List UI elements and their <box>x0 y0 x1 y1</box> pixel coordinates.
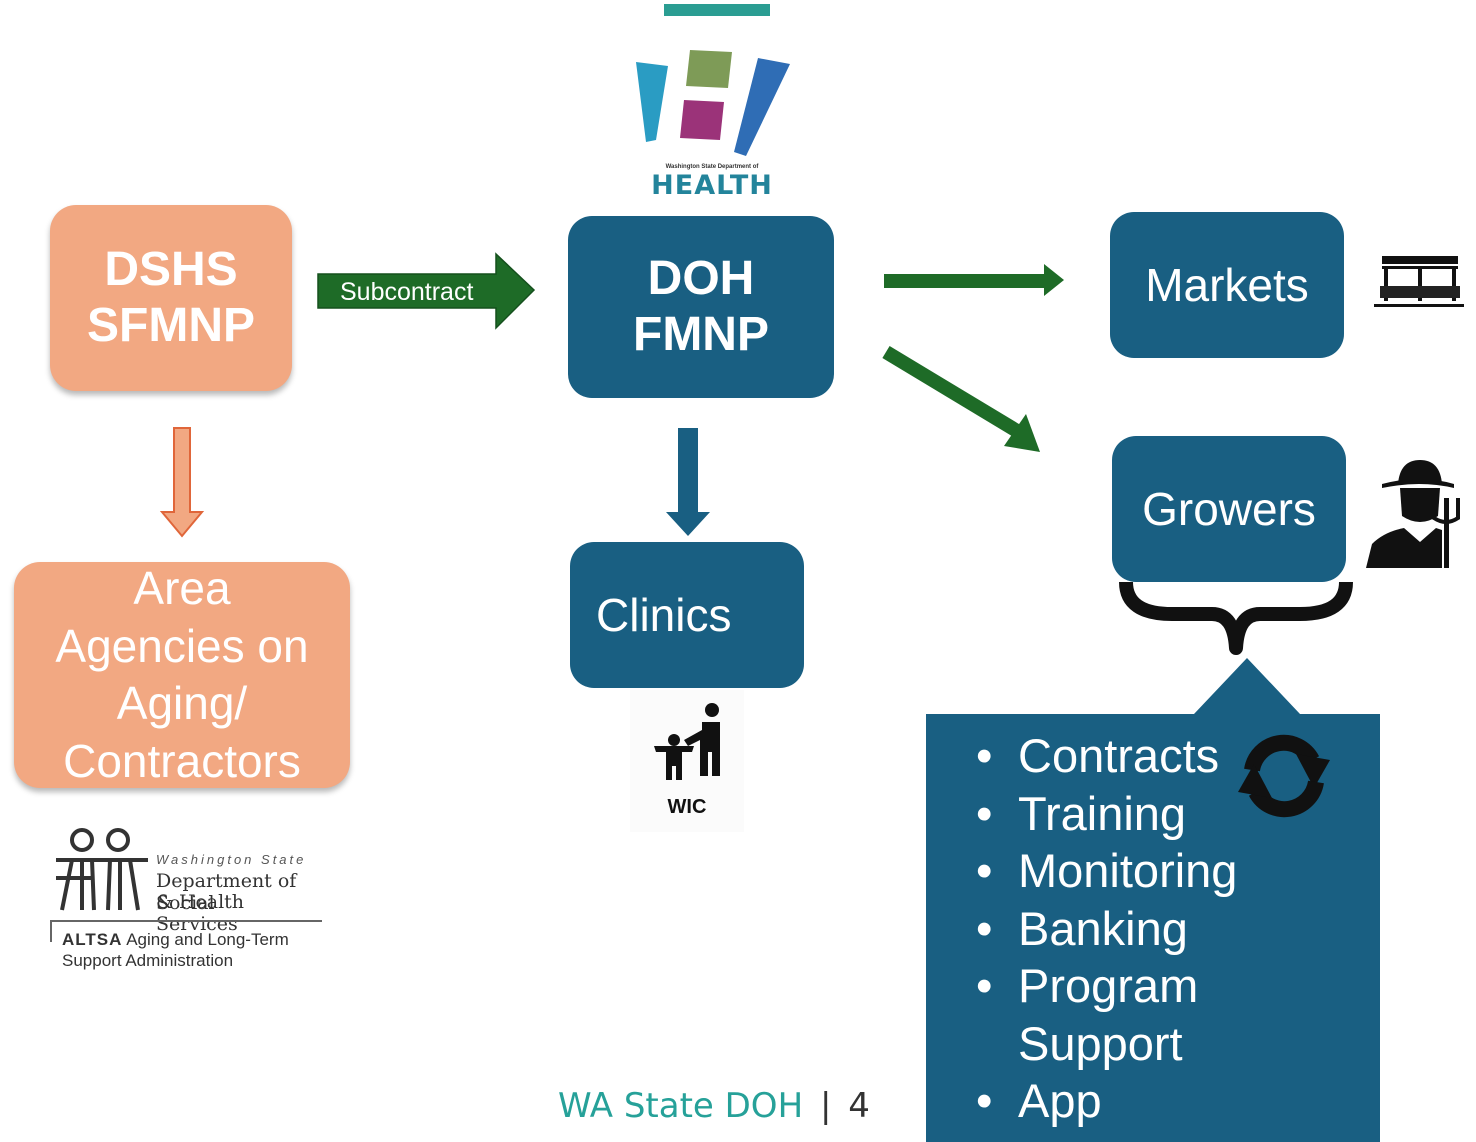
agencies-line4: Contractors <box>63 734 301 787</box>
markets-label: Markets <box>1145 259 1309 311</box>
clinics-label: Clinics <box>596 589 732 641</box>
altsa-admin1: Aging and Long-Term <box>126 930 289 949</box>
dshs-logo-dept2: & Health Services <box>156 891 245 935</box>
parent-child-icon <box>654 703 720 780</box>
dshs-logo: Washington State Department of Social & … <box>50 826 325 976</box>
dshs-logo-state: Washington State <box>156 852 307 867</box>
services-bullet: • <box>976 901 993 955</box>
services-bullet: • <box>976 844 993 897</box>
services-item: • Training <box>976 786 1356 844</box>
arrow-to-markets-icon <box>884 264 1064 296</box>
services-bullet: • <box>976 786 993 840</box>
dshs-logo-dept1: Department of Social <box>156 870 297 914</box>
subcontract-arrow-icon <box>317 252 536 330</box>
dshs-line1: DSHS <box>104 243 238 296</box>
footer: WA State DOH | 4 <box>558 1086 870 1126</box>
agencies-line1: Area <box>133 562 231 614</box>
doh-fmnp-box: DOH FMNP <box>568 216 834 398</box>
services-bullet: • <box>976 959 993 1012</box>
services-item: • Program <box>976 958 1356 1016</box>
services-item: • Monitoring <box>976 843 1356 901</box>
agencies-line3: Aging/ <box>116 677 248 729</box>
footer-page: 4 <box>848 1086 870 1126</box>
subcontract-label: Subcontract <box>340 278 474 306</box>
services-text: App <box>1018 1074 1102 1127</box>
dshs-logo-altsa: ALTSA Aging and Long-Term <box>62 930 289 950</box>
footer-separator: | <box>819 1086 832 1126</box>
growers-box: Growers <box>1112 436 1346 582</box>
services-item: • App <box>976 1073 1356 1131</box>
arrow-to-agencies-icon <box>159 427 205 538</box>
curly-brace-icon <box>1119 581 1353 655</box>
refresh-icon <box>1238 734 1330 818</box>
footer-org: WA State DOH <box>558 1086 804 1126</box>
clinics-box: Clinics <box>570 542 804 688</box>
services-text: Monitoring <box>1018 844 1238 897</box>
doh-line1: DOH <box>647 252 755 305</box>
dshs-logo-divider-tick <box>50 920 52 942</box>
services-text: Banking <box>1018 901 1188 955</box>
doh-line2: FMNP <box>633 308 769 361</box>
services-text: Training <box>1018 786 1187 840</box>
market-stall-icon <box>1374 256 1464 307</box>
services-item: • Contracts <box>976 728 1356 786</box>
wic-label: WIC <box>667 796 707 818</box>
services-text: Support <box>1018 1016 1183 1070</box>
dshs-sfmnp-box: DSHS SFMNP <box>50 205 292 391</box>
services-item: Support <box>976 1016 1356 1074</box>
agencies-line2: Agencies on <box>55 619 309 672</box>
farmer-icon <box>1366 460 1460 568</box>
wic-logo: WIC <box>630 690 744 832</box>
dshs-logo-divider <box>50 920 322 922</box>
arrow-to-growers-icon <box>882 346 1040 452</box>
growers-label: Growers <box>1142 483 1316 535</box>
dshs-line2: SFMNP <box>87 299 255 352</box>
services-list: • Contracts • Training • Monitoring • Ba… <box>976 728 1356 1131</box>
services-text: Program <box>1018 959 1199 1012</box>
services-item: • Banking <box>976 901 1356 959</box>
services-bullet: • <box>976 729 993 782</box>
services-bullet <box>976 1016 1018 1074</box>
services-bullet: • <box>976 1074 993 1127</box>
area-agencies-box: Area Agencies on Aging/ Contractors <box>14 562 350 788</box>
dshs-logo-figures-icon <box>56 828 148 911</box>
services-text: Contracts <box>1018 729 1220 782</box>
doh-logo-small-text: Washington State Department of <box>665 164 759 170</box>
doh-logo-name: HEALTH <box>651 170 773 201</box>
altsa-abbrev: ALTSA <box>62 930 123 949</box>
top-accent-bar <box>664 4 770 16</box>
dshs-logo-admin2: Support Administration <box>62 951 234 970</box>
services-callout-shape <box>926 658 1380 1142</box>
markets-box: Markets <box>1110 212 1344 358</box>
doh-logo-mark-icon <box>636 50 790 156</box>
arrow-to-clinics-icon <box>666 428 710 536</box>
doh-logo: Washington State Department of HEALTH <box>628 44 796 204</box>
